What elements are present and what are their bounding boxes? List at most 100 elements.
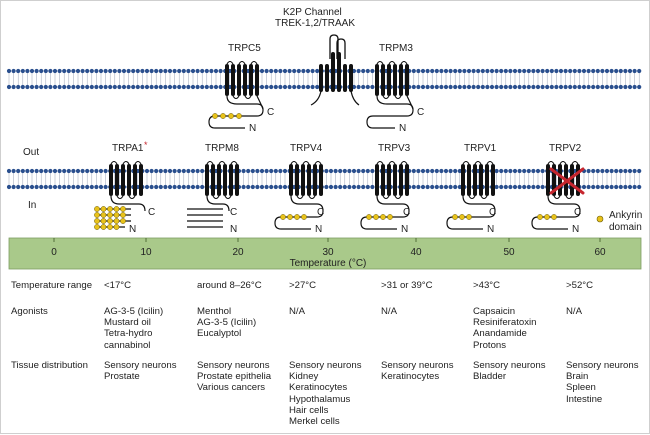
table-cell-line: Sensory neurons (289, 360, 362, 371)
transmembrane-helix (133, 164, 137, 196)
trpc5-c-tail (256, 95, 264, 110)
terminus-c-trpm3: C (417, 107, 424, 118)
lipid-head (618, 184, 623, 190)
lipid-head (637, 168, 642, 174)
helix-loop (308, 195, 316, 200)
lipid-head (351, 184, 357, 190)
lipid-head (108, 84, 113, 90)
lipid-head (16, 68, 21, 74)
lipid-head (448, 84, 453, 90)
lipid-head (637, 84, 642, 90)
lipid-head (89, 68, 94, 74)
lipid-head (43, 68, 48, 74)
lipid-head (94, 184, 99, 190)
lipid-head (540, 84, 545, 90)
lipid-head (241, 168, 246, 174)
axis-tick-50: 50 (503, 247, 515, 258)
label-trpm3: TRPM3 (379, 43, 413, 54)
lipid-head (439, 84, 444, 90)
lipid-head (430, 184, 435, 190)
lipid-head (273, 184, 278, 190)
lipid-head (71, 68, 76, 74)
trpa1-ankyrin (94, 206, 126, 230)
lipid-head (522, 184, 527, 190)
ankyrin-repeat (113, 224, 120, 230)
lipid-head (370, 84, 375, 90)
ankyrin-repeat (120, 212, 126, 218)
lipid-head (144, 168, 150, 174)
lipid-head (347, 168, 352, 174)
lipid-head (20, 184, 25, 190)
axis-ticks (53, 238, 601, 242)
lipid-head (416, 168, 421, 174)
lipid-head (434, 184, 439, 190)
lipid-head (80, 68, 85, 74)
label-trpv2: TRPV2 (549, 143, 582, 154)
lipid-head (172, 84, 177, 90)
lipid-head (29, 168, 35, 174)
lipid-head (416, 68, 421, 74)
row-header-tissue: Tissue distribution (11, 360, 88, 371)
label-trpv4: TRPV4 (290, 143, 323, 154)
table-cell: >52°C (566, 280, 593, 291)
transmembrane-helix (237, 64, 241, 96)
lipid-head (204, 84, 209, 90)
label-out: Out (23, 147, 39, 158)
helix-loop (116, 195, 124, 200)
table-cell: >31 or 39°C (381, 280, 433, 291)
terminus-c-trpv2: C (574, 207, 581, 218)
lipid-head (52, 184, 58, 190)
trpv3-ankyrin (366, 214, 393, 220)
table-cell-line: N/A (566, 306, 582, 317)
lipid-head (98, 168, 104, 174)
table-cell-line: Sensory neurons (197, 360, 270, 371)
helix-loop (224, 195, 232, 200)
transmembrane-helix (570, 164, 574, 196)
lipid-head (499, 184, 504, 190)
table-cell: >43°C (473, 280, 500, 291)
lipid-head (172, 184, 177, 190)
lipid-head (149, 184, 154, 190)
transmembrane-helix (289, 164, 293, 196)
ankyrin-repeat (466, 214, 472, 220)
table-cell-line: Hair cells (289, 404, 329, 416)
lipid-head (453, 84, 458, 90)
ankyrin-repeat (280, 214, 286, 220)
lipid-head (604, 68, 610, 74)
lipid-head (361, 184, 366, 190)
lipid-head (34, 184, 39, 190)
lipid-head (16, 184, 21, 190)
lipid-head (361, 68, 366, 74)
lipid-head (448, 68, 453, 74)
lipid-head (577, 68, 582, 74)
lipid-head (522, 84, 527, 90)
table-cell-line: Mustard oil (104, 317, 151, 329)
helix-loop (230, 160, 238, 165)
lipid-head (43, 84, 48, 90)
lipid-head (494, 84, 499, 90)
terminus-n-trpa1: N (129, 224, 136, 235)
trpv1-tail (446, 195, 496, 230)
transmembrane-helix (331, 52, 335, 92)
trpv2-ankyrin (537, 214, 557, 220)
lipid-head (361, 168, 366, 174)
transmembrane-helix (558, 164, 562, 196)
lipid-head (503, 84, 508, 90)
lipid-head (443, 68, 449, 74)
ankyrin-repeat (100, 206, 107, 212)
lipid-head (112, 68, 117, 74)
lipid-head (292, 68, 297, 74)
table-cell-line: Sensory neurons (566, 360, 639, 371)
lipid-head (627, 168, 633, 174)
table-cell-line: >31 or 39°C (381, 280, 433, 291)
lipid-head (131, 84, 136, 90)
lipid-head (213, 68, 219, 74)
lipid-head (333, 184, 338, 190)
lipid-head (430, 168, 435, 174)
helix-loop (376, 160, 384, 165)
lipid-head (416, 84, 421, 90)
lipid-head (338, 184, 343, 190)
